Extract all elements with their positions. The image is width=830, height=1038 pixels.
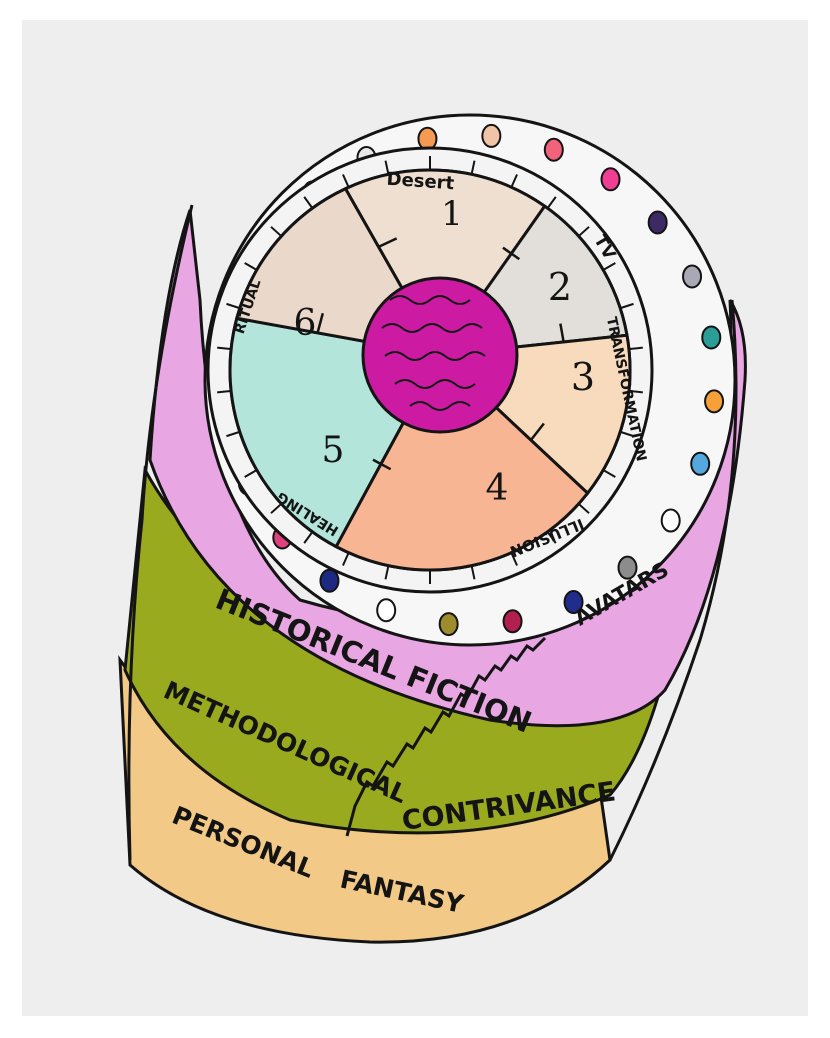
avatar-dot — [647, 210, 668, 235]
segment-1 — [343, 168, 547, 358]
avatar-dot — [376, 598, 397, 623]
segment-1-number: 1 — [441, 194, 463, 234]
divider-tick — [372, 458, 392, 471]
segment-2-number: 2 — [548, 265, 572, 309]
avatar-dot — [682, 264, 703, 289]
avatar-dot — [563, 590, 584, 615]
avatar-dot — [319, 568, 340, 593]
divider-tick — [530, 422, 545, 440]
cylinder-right-edge — [608, 299, 738, 861]
avatar-dot — [600, 167, 621, 192]
core-waves — [381, 295, 486, 411]
cylinder-left-edge — [127, 204, 194, 861]
segment-1-label: Desert — [386, 169, 455, 195]
avatar-dot — [438, 612, 459, 637]
segment-6-number: 6 — [294, 303, 317, 344]
zigzag-crack — [345, 636, 547, 837]
divider-tick — [378, 237, 398, 248]
divider-tick — [316, 312, 325, 333]
segment-4 — [334, 352, 590, 572]
avatar-dot — [417, 126, 438, 151]
avatar-dot — [690, 451, 711, 476]
divider-tick — [502, 246, 521, 261]
avatar-dot — [481, 123, 502, 148]
divider-tick — [559, 323, 566, 344]
avatar-dot — [701, 325, 722, 350]
avatar-dot — [617, 555, 638, 580]
avatar-dot — [543, 137, 564, 162]
avatar-dot — [502, 609, 523, 634]
avatar-dot — [704, 389, 725, 414]
segment-3-number: 3 — [571, 355, 595, 399]
avatar-dot — [660, 508, 681, 533]
segment-4-number: 4 — [486, 468, 509, 509]
segment-5-number: 5 — [322, 430, 345, 471]
core-circle — [361, 276, 519, 434]
